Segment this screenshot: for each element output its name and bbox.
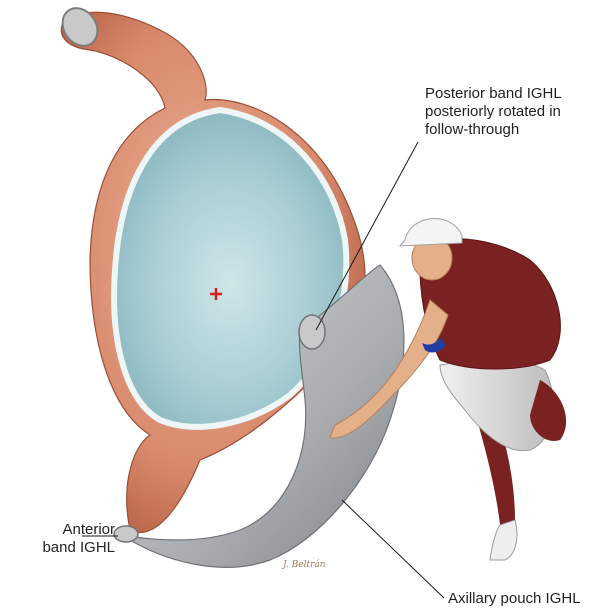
posterior-band-cut-surface bbox=[298, 314, 326, 350]
center-mark-icon bbox=[210, 288, 222, 300]
pitcher-figure bbox=[329, 218, 567, 561]
glenoid-cartilage bbox=[111, 106, 350, 430]
anterior-band-label: Anterior band IGHL bbox=[42, 521, 115, 556]
coracoid-cut-surface bbox=[61, 7, 99, 47]
axillary-pouch-leader bbox=[341, 499, 445, 599]
ighl-ligament bbox=[113, 264, 405, 568]
axillary-pouch-label: Axillary pouch IGHL bbox=[448, 590, 581, 607]
anterior-band-cut-surface bbox=[113, 525, 139, 543]
posterior-band-leader bbox=[315, 141, 419, 331]
artist-signature: J. Beltrán bbox=[283, 560, 326, 570]
posterior-band-label: Posterior band IGHL posteriorly rotated … bbox=[425, 85, 562, 138]
